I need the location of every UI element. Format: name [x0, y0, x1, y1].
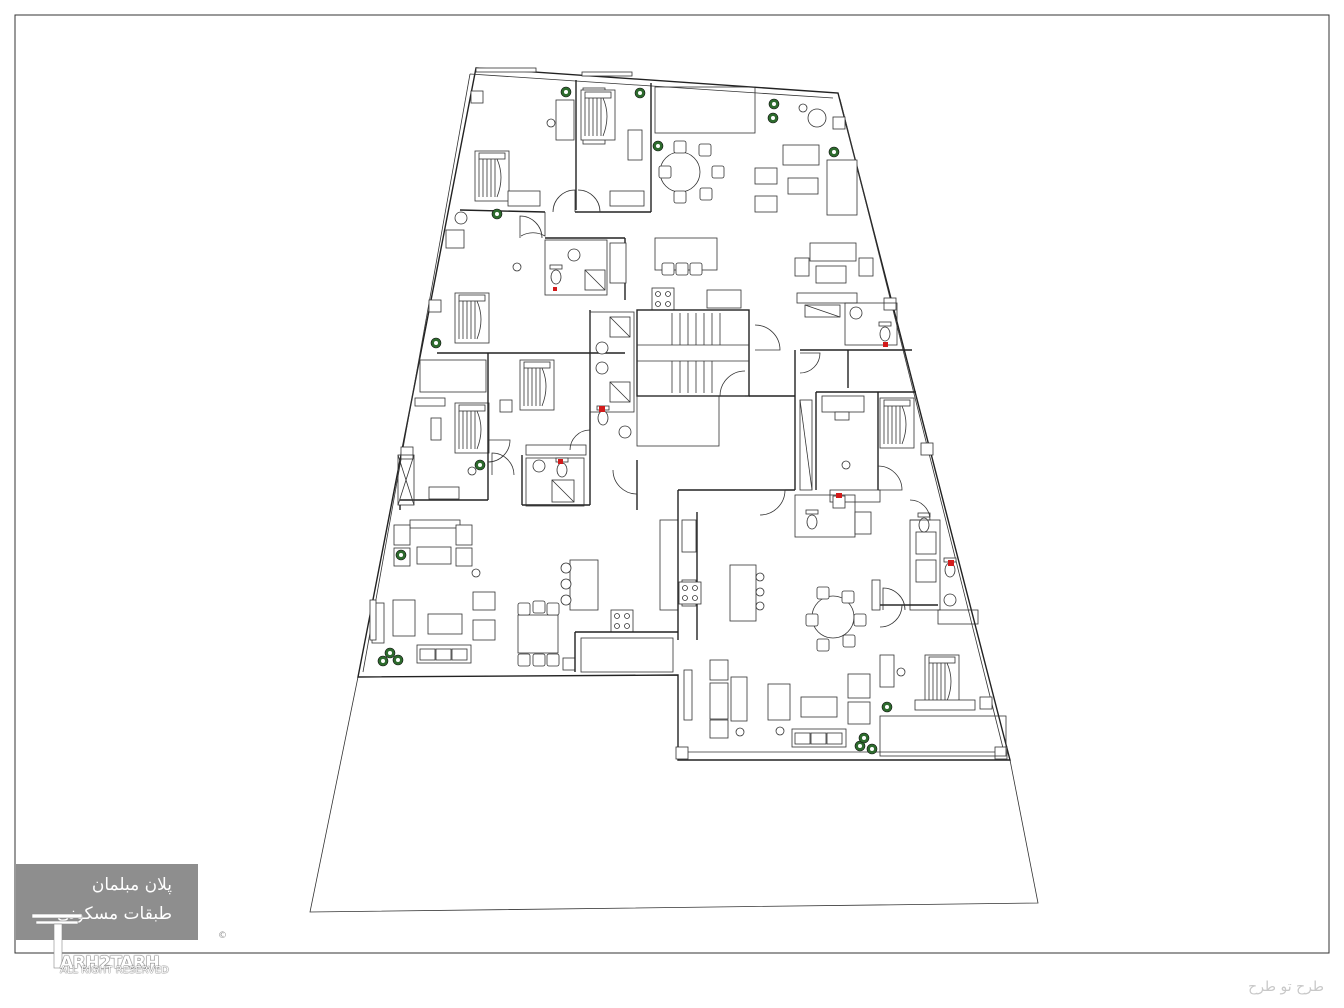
- doors: [487, 189, 931, 628]
- north-kitchen: [545, 237, 874, 311]
- drawing-frame: [14, 14, 1330, 954]
- site-watermark: طرح تو طرح: [1248, 979, 1324, 995]
- plan-title-box: پلان مبلمان طبقات مسکونی: [16, 864, 198, 940]
- plan-title-line1: پلان مبلمان: [91, 875, 172, 895]
- plan-title-line2: طبقات مسکونی: [56, 904, 172, 924]
- north-unit: [459, 80, 858, 216]
- copyright-symbol: ©: [218, 931, 227, 941]
- brand-name: ARH2TARH: [60, 953, 160, 973]
- building-outline: [357, 67, 1011, 761]
- stair-core: [636, 309, 796, 510]
- east-unit: [794, 302, 979, 625]
- southwest-living: [371, 505, 679, 673]
- brand-logo-icon: [31, 913, 83, 969]
- west-unit: [397, 208, 625, 506]
- brand-tagline: ALL RIGHT RESERVED: [60, 965, 169, 976]
- structural-columns: [400, 90, 1008, 760]
- west-bathrooms: [525, 239, 635, 507]
- site-boundary: [309, 676, 1039, 913]
- southeast-living: [677, 489, 1007, 757]
- windows: [369, 67, 633, 641]
